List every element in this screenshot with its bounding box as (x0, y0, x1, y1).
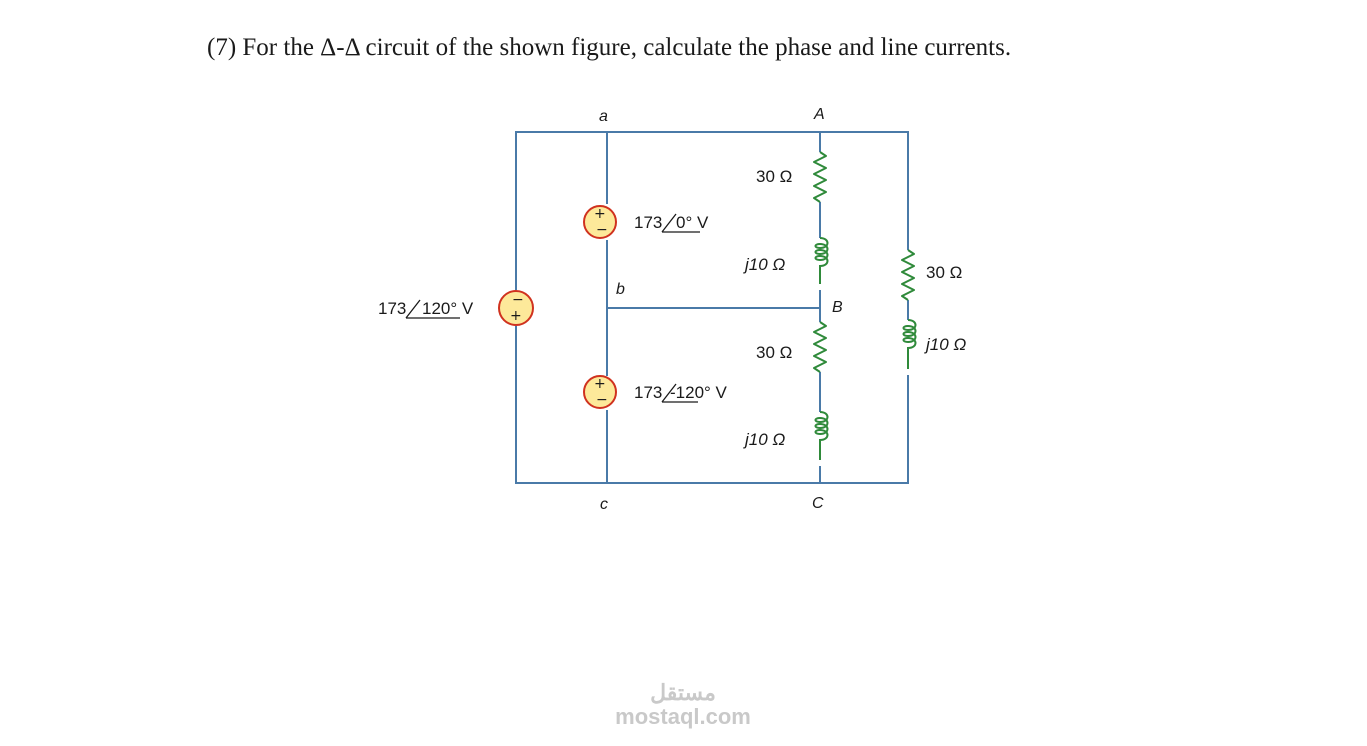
label-AB-resistor: 30 Ω (756, 167, 792, 186)
label-BC-inductor: j10 Ω (743, 430, 785, 449)
watermark: مستقل mostaql.com (615, 680, 751, 729)
svg-text:173: 173 (378, 299, 406, 318)
svg-text:-120° V: -120° V (670, 383, 728, 402)
node-b-label: b (616, 281, 625, 298)
svg-text:−: − (512, 292, 524, 308)
top-wire (515, 131, 909, 290)
svg-text:120° V: 120° V (422, 299, 474, 318)
node-c-label: c (600, 496, 608, 513)
resistor-BC (813, 321, 827, 373)
node-a-label: a (599, 108, 608, 125)
source-ca-label: 173 120° V (378, 299, 474, 319)
svg-text:+: + (594, 206, 606, 222)
svg-text:−: − (596, 392, 608, 408)
svg-text:−: − (596, 222, 608, 238)
label-BC-resistor: 30 Ω (756, 343, 792, 362)
svg-text:173: 173 (634, 383, 662, 402)
node-B-label: B (832, 299, 843, 316)
source-bc: + − (583, 375, 617, 409)
resistor-CA (901, 249, 915, 301)
source-ab: + − (583, 205, 617, 239)
node-C-label: C (812, 495, 824, 512)
inductor-BC (814, 411, 829, 460)
source-ca: − + (498, 290, 534, 326)
resistor-AB (813, 151, 827, 203)
inductor-AB (814, 237, 829, 284)
left-bottom-wire (515, 326, 909, 484)
watermark-arabic: مستقل (650, 680, 716, 705)
wires (515, 131, 909, 484)
svg-text:173: 173 (634, 213, 662, 232)
label-AB-inductor: j10 Ω (743, 255, 785, 274)
svg-text:+: + (594, 376, 606, 392)
inductor-CA (902, 319, 917, 369)
svg-text:+: + (510, 308, 522, 324)
node-A-label: A (813, 106, 825, 123)
label-CA-inductor: j10 Ω (924, 335, 966, 354)
label-CA-resistor: 30 Ω (926, 263, 962, 282)
source-bc-label: 173 -120° V (634, 383, 728, 403)
source-ab-label: 173 0° V (634, 213, 709, 233)
question-text: (7) For the Δ-Δ circuit of the shown fig… (207, 34, 1012, 61)
svg-text:0° V: 0° V (676, 213, 709, 232)
watermark-latin: mostaql.com (615, 704, 751, 729)
